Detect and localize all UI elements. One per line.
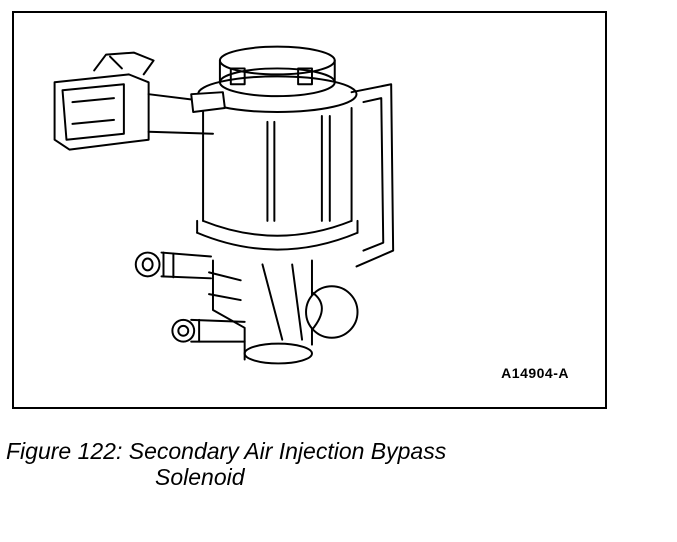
figure-frame: A14904-A [12, 11, 607, 409]
mounting-bracket [350, 83, 395, 268]
solenoid-body [196, 107, 359, 251]
caption-title-line1: Secondary Air Injection Bypass [128, 438, 447, 464]
upper-hose-nipple [134, 251, 212, 280]
electrical-connector [53, 51, 214, 151]
part-number-label: A14904-A [501, 365, 569, 381]
figure-caption: Figure 122: Secondary Air Injection Bypa… [6, 438, 566, 490]
top-cap [197, 45, 358, 113]
lower-housing [208, 259, 359, 365]
caption-figure-number: Figure 122: [6, 438, 123, 464]
solenoid-illustration [53, 45, 395, 365]
lower-hose-nipple [171, 318, 246, 343]
caption-title-line2: Solenoid [155, 464, 245, 490]
latch-tab [190, 91, 226, 113]
